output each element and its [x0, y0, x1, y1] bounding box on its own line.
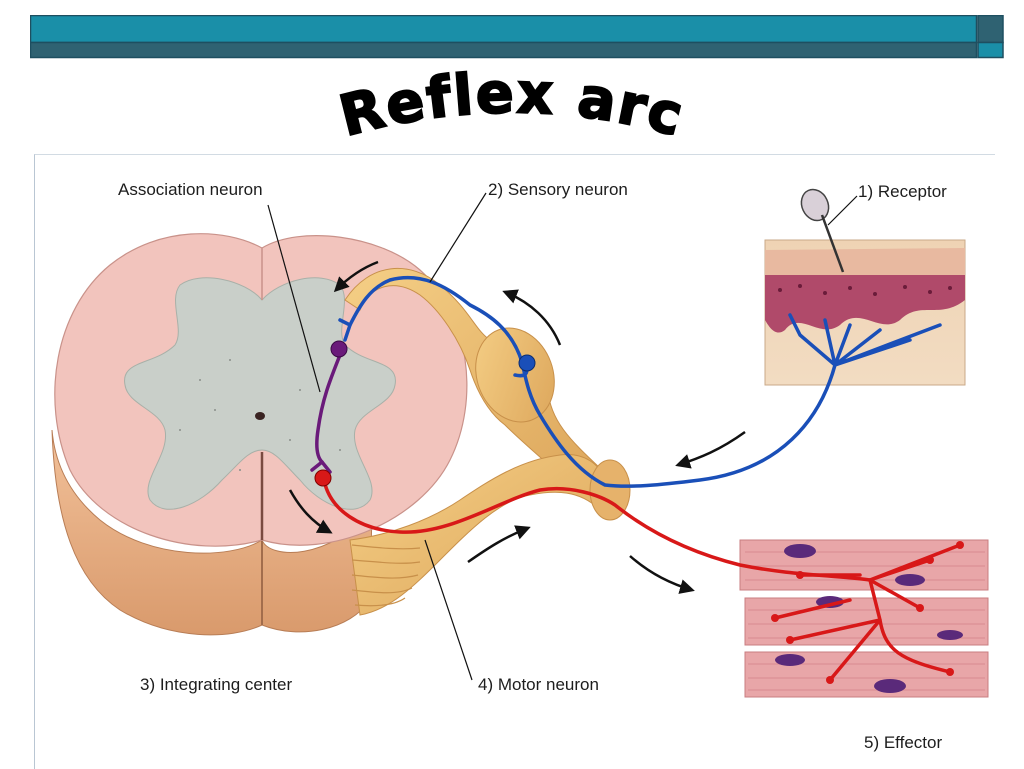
label-motor-neuron: 4) Motor neuron: [478, 675, 599, 694]
association-cell-body: [330, 340, 348, 358]
spinal-cord: [51, 233, 468, 636]
association-neuron-path: [310, 353, 342, 474]
header-bar: [30, 15, 1004, 59]
motor-cell-body: [314, 469, 332, 487]
leader-lines: [267, 192, 858, 681]
sensory-cell-body: [518, 354, 536, 372]
label-integrating-center: 3) Integrating center: [140, 675, 293, 694]
motor-neuron-path: [322, 478, 962, 682]
skin-section: [764, 188, 966, 386]
label-effector: 5) Effector: [864, 733, 943, 752]
diagram-frame: [34, 154, 995, 769]
label-receptor: 1) Receptor: [858, 182, 947, 201]
motor-end-plates: [771, 541, 964, 684]
label-association-neuron: Association neuron: [118, 180, 263, 199]
slide-title: Reflex arc: [332, 60, 690, 150]
label-sensory-neuron: 2) Sensory neuron: [488, 180, 628, 199]
flow-arrows: [288, 260, 746, 594]
